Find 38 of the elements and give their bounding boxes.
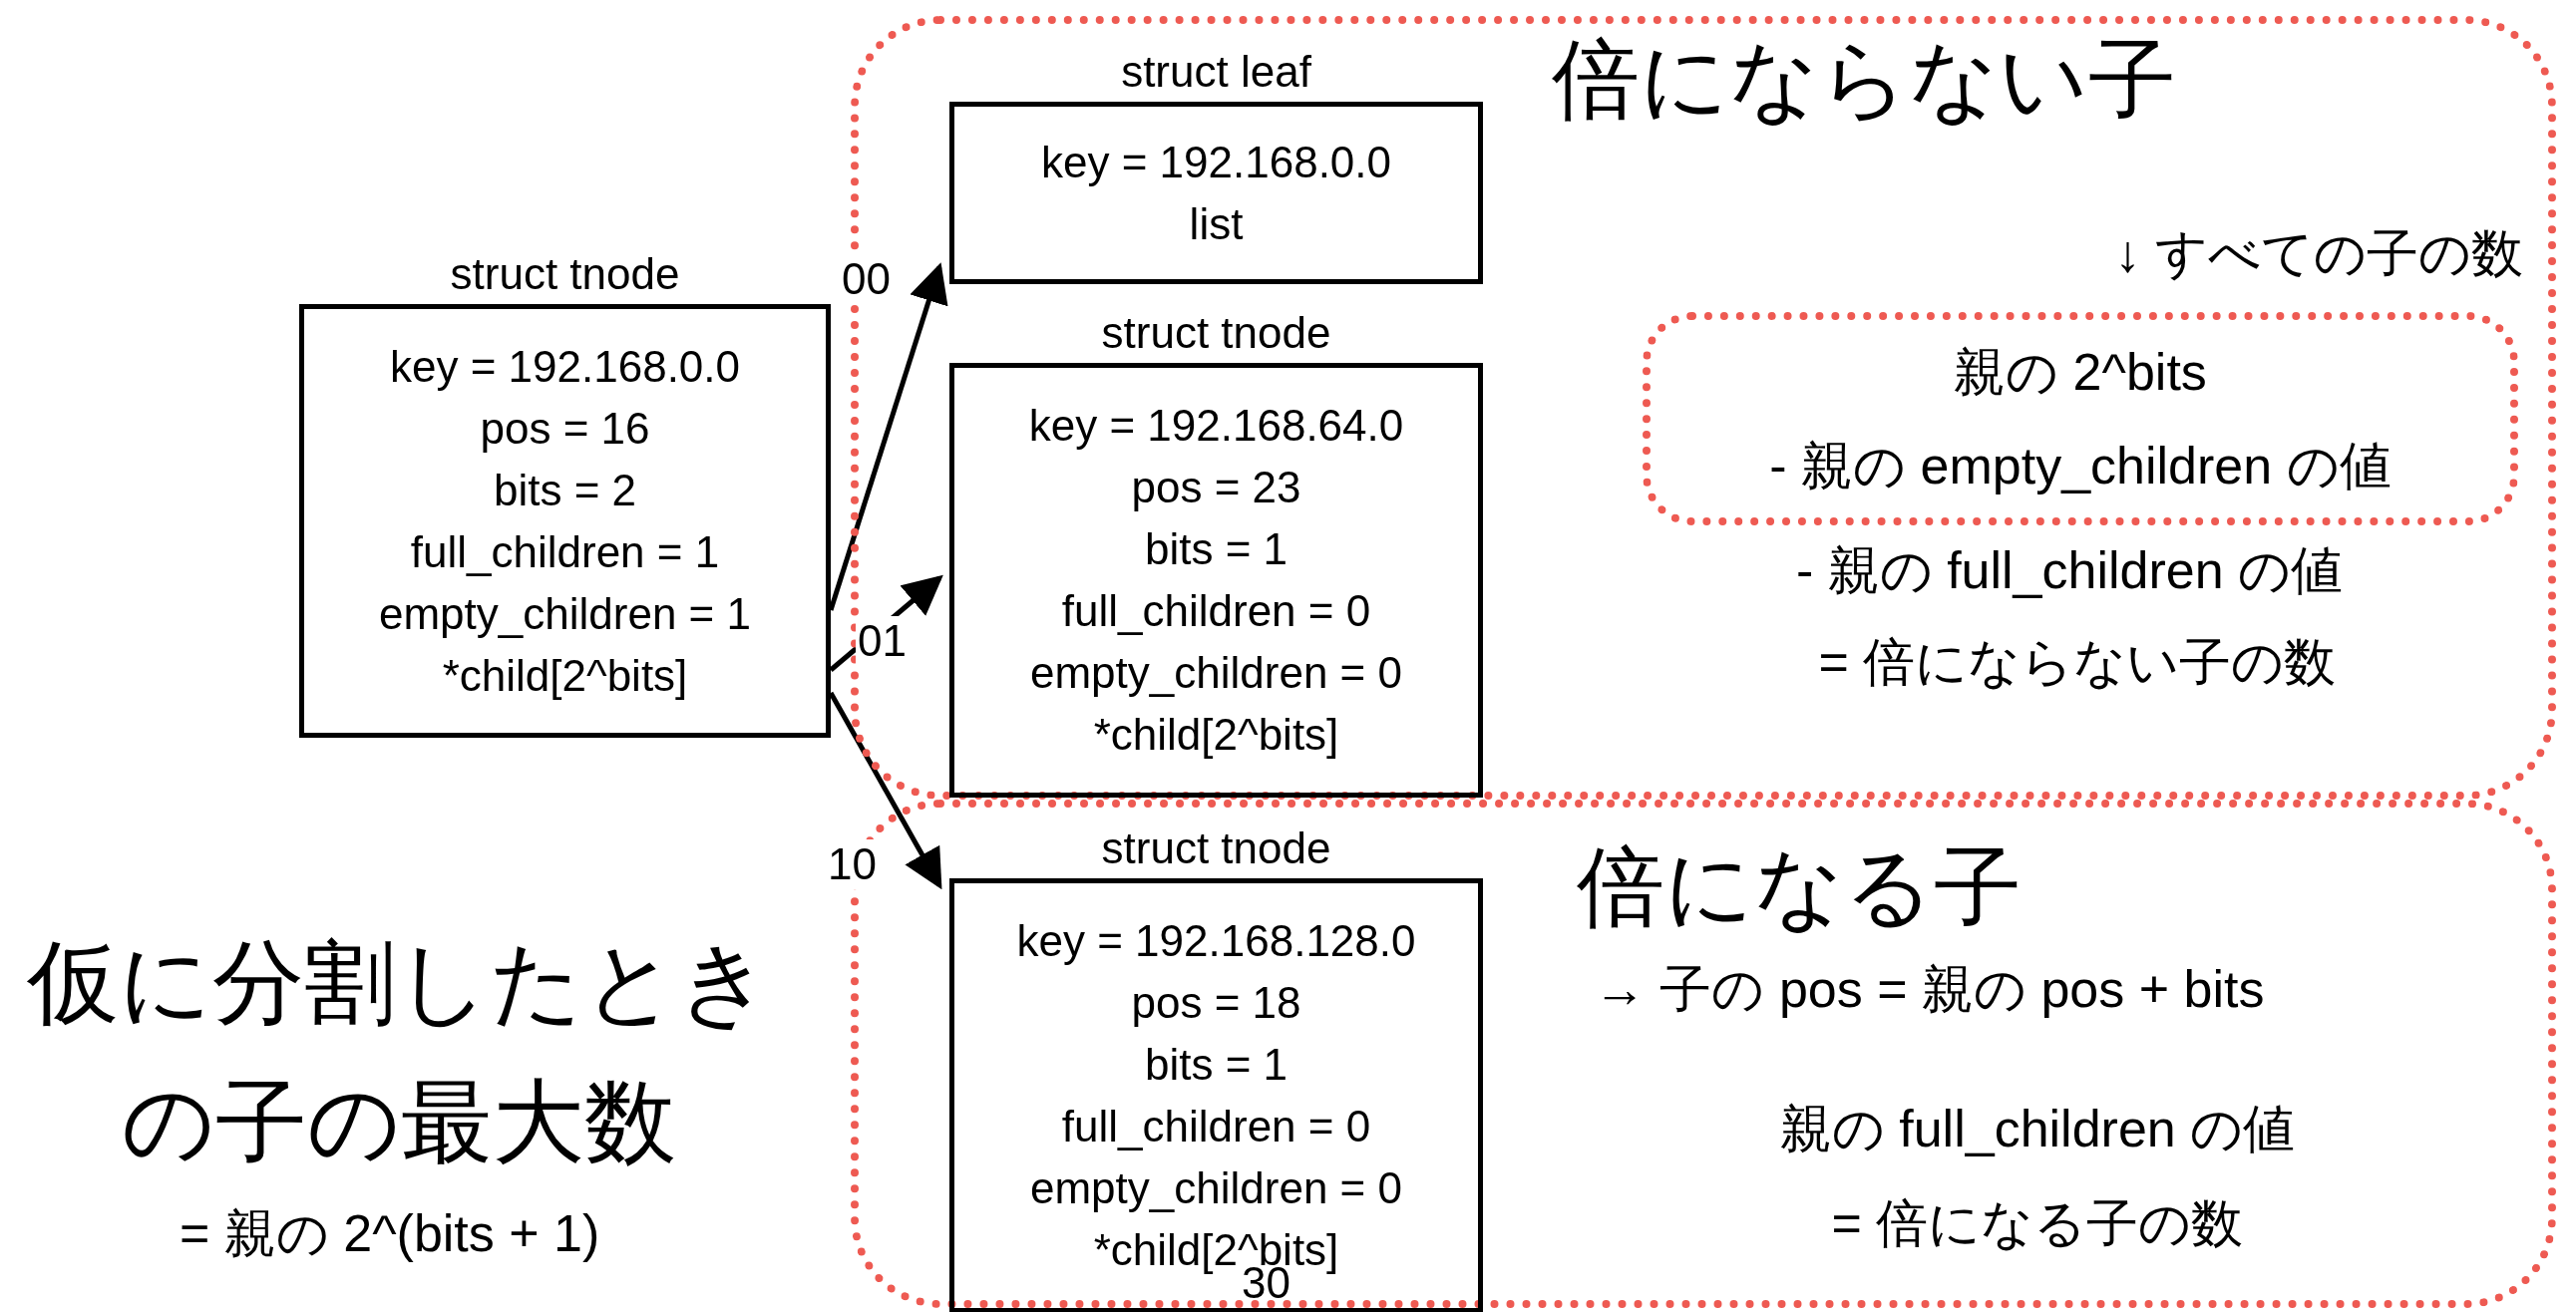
field-text: pos = 18 <box>1131 977 1301 1029</box>
field-text: pos = 23 <box>1131 462 1301 513</box>
field-text: bits = 2 <box>493 464 637 516</box>
struct-heading: struct tnode <box>1101 307 1331 359</box>
region-heading: 倍になる子 <box>1577 837 2023 937</box>
field-text: full_children = 1 <box>410 525 720 578</box>
formula-text: = 親の 2^(bits + 1) <box>180 1203 601 1264</box>
field-text: full_children = 0 <box>1061 585 1371 637</box>
dotted-box <box>1643 312 2518 525</box>
formula-text: = 倍になる子の数 <box>1830 1193 2245 1254</box>
field-text: list <box>1189 197 1244 250</box>
field-text: bits = 1 <box>1144 523 1288 575</box>
field-text: empty_children = 1 <box>379 587 751 640</box>
arrow <box>828 691 942 890</box>
formula-text: = 倍にならない子の数 <box>1817 632 2338 693</box>
formula-text: 親の full_children の値 <box>1778 1099 2297 1159</box>
field-text: empty_children = 0 <box>1030 647 1402 699</box>
field-text: key = 192.168.0.0 <box>389 340 741 393</box>
region-heading: 倍にならない子 <box>1552 30 2177 130</box>
field-text: key = 192.168.0.0 <box>1040 136 1392 188</box>
formula-text: - 親の empty_children の値 <box>1769 436 2392 496</box>
struct-heading: struct tnode <box>1101 822 1331 874</box>
formula-text: 親の 2^bits <box>1954 342 2207 403</box>
field-text: full_children = 0 <box>1061 1101 1371 1152</box>
formula-text: → 子の pos = 親の pos + bits <box>1594 959 2266 1020</box>
field-text: empty_children = 0 <box>1030 1162 1402 1214</box>
side-heading: 仮に分割したときの子の最大数 <box>26 930 772 1174</box>
formula-text: ↓ すべての子の数 <box>2113 223 2523 284</box>
field-text: key = 192.168.128.0 <box>1016 915 1416 967</box>
field-text: bits = 1 <box>1144 1039 1288 1091</box>
formula-text: - 親の full_children の値 <box>1794 540 2345 601</box>
arrow <box>828 262 948 611</box>
field-text: key = 192.168.64.0 <box>1028 400 1404 452</box>
field-text: pos = 16 <box>480 402 650 455</box>
field-text: *child[2^bits] <box>1093 709 1339 761</box>
struct-heading: struct leaf <box>1121 46 1311 98</box>
field-text: *child[2^bits] <box>442 649 688 702</box>
struct-heading: struct tnode <box>450 248 680 300</box>
